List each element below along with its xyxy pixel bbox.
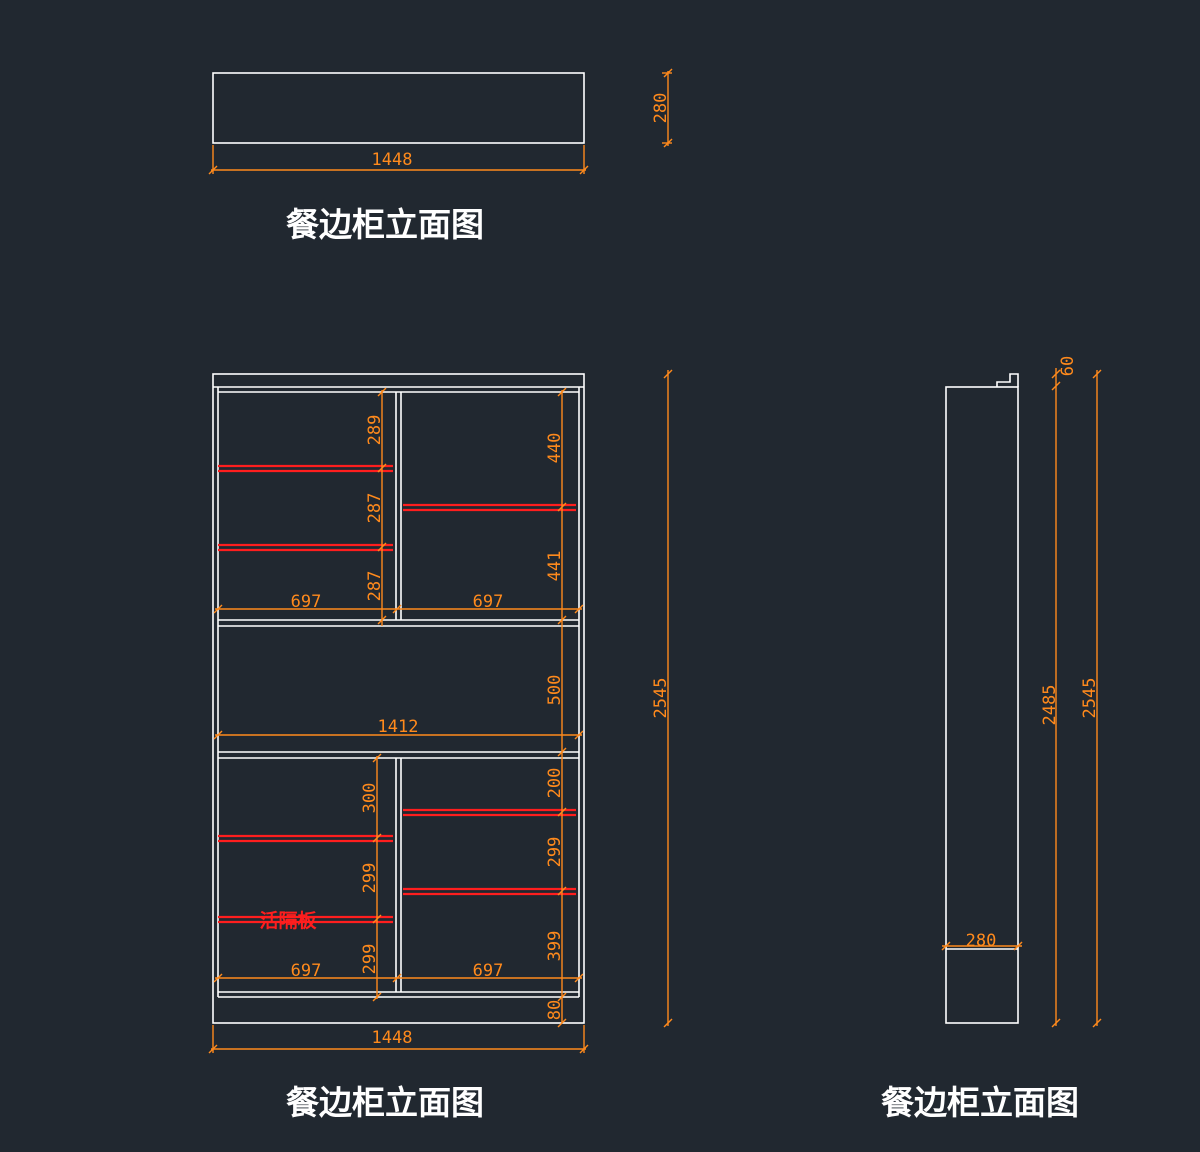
top-depth-dimension: 280	[651, 68, 673, 148]
lower-left-dimension-chain: 300 299 299	[360, 753, 382, 1002]
upper-width-dimensions: 697 697	[213, 592, 584, 614]
lower-width-dimensions: 697 697	[213, 961, 584, 983]
side-view: 280 2485 60 2545 餐边柜立面图	[881, 356, 1102, 1122]
right-dimension-chain: 440 441 500 200 299 399 80	[545, 387, 567, 1028]
top-view-outline	[212, 72, 585, 144]
top-width-dimension: 1448	[208, 145, 589, 175]
top-view-title: 餐边柜立面图	[286, 205, 484, 244]
side-top-cap	[996, 373, 1019, 387]
side-depth-dimension: 280	[941, 931, 1023, 951]
upper-left-gap-1: 289	[365, 415, 385, 446]
upper-left-width: 697	[291, 592, 322, 612]
upper-right-gap-1: 440	[545, 433, 565, 464]
cabinet-outline	[212, 373, 585, 1024]
overall-height-label: 2545	[651, 678, 671, 719]
lower-right-gap-1: 200	[545, 768, 565, 799]
side-top-offset-label: 60	[1058, 356, 1078, 376]
side-body-height-dimension: 2485 60	[1040, 356, 1078, 1028]
lower-right-gap-3: 399	[545, 931, 565, 962]
lower-left-gap-1: 300	[360, 783, 380, 814]
top-width-label: 1448	[372, 150, 413, 170]
upper-right-width: 697	[473, 592, 504, 612]
upper-right-gap-2: 441	[545, 551, 565, 582]
side-depth-label: 280	[966, 931, 997, 951]
adjustable-shelf-note: 活隔板	[259, 909, 317, 932]
side-outline	[945, 386, 1019, 1024]
middle-gap: 500	[545, 675, 565, 706]
lower-left-width: 697	[291, 961, 322, 981]
side-view-title: 餐边柜立面图	[881, 1083, 1079, 1122]
side-overall-height-dimension: 2545	[1080, 369, 1102, 1028]
adjustable-shelves	[218, 464, 576, 924]
side-body-height-label: 2485	[1040, 685, 1060, 726]
lower-right-width: 697	[473, 961, 504, 981]
plinth-height: 80	[545, 1000, 565, 1020]
middle-width-dimension: 1412	[213, 717, 584, 740]
upper-left-gap-2: 287	[365, 493, 385, 524]
front-view-title: 餐边柜立面图	[286, 1083, 484, 1122]
lower-right-gap-2: 299	[545, 837, 565, 868]
overall-width-dimension: 1448	[208, 1025, 589, 1054]
lower-left-gap-2: 299	[360, 863, 380, 894]
upper-left-gap-3: 287	[365, 571, 385, 602]
top-depth-label: 280	[651, 93, 671, 124]
middle-width: 1412	[378, 717, 419, 737]
side-overall-height-label: 2545	[1080, 678, 1100, 719]
top-view: 1448 280 餐边柜立面图	[208, 68, 673, 244]
lower-left-gap-3: 299	[360, 944, 380, 975]
overall-height-dimension: 2545	[651, 369, 673, 1028]
upper-left-dimension-chain: 289 287 287	[365, 387, 387, 626]
overall-width-label: 1448	[372, 1028, 413, 1048]
front-view: 289 287 287 440 441 500 200 299 399 80	[208, 369, 673, 1122]
